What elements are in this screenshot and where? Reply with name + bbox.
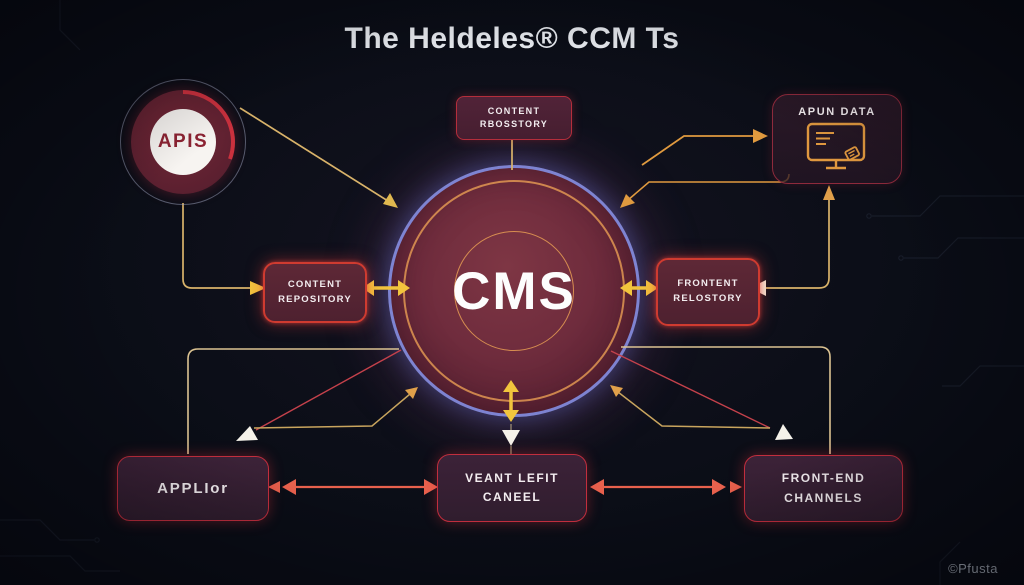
cms-bottomright-elbow-connector <box>621 346 831 454</box>
bottom-right-label: FRONT-END CHANNELS <box>781 471 866 505</box>
top-repository-node: CONTENT RBOSSTORY <box>456 96 572 140</box>
cms-node: CMS <box>388 165 640 417</box>
apun-to-cms-diagonal <box>620 173 790 208</box>
cms-label: CMS <box>452 261 576 321</box>
watermark: ©Pfusta <box>948 561 998 576</box>
monitor-icon <box>806 122 866 170</box>
right-repository-label: FRONTENT RELOSTORY <box>673 278 743 304</box>
top-repository-label: CONTENT RBOSSTORY <box>479 105 549 130</box>
apis-to-cms-diagonal <box>239 107 398 208</box>
apun-frontent-elbow-connector <box>750 185 835 296</box>
apis-to-left-repo-connector <box>182 203 266 295</box>
cms-bottomleft-elbow-connector <box>187 348 399 454</box>
bottom-left-node: APPLIor <box>117 456 269 521</box>
cms-red-diagonal-left <box>236 349 402 441</box>
bottom-left-label: APPLIor <box>157 479 229 497</box>
bottom-right-node: FRONT-END CHANNELS <box>744 455 903 522</box>
cms-to-apun-arrow <box>641 129 768 166</box>
cms-red-diagonal-right <box>610 350 793 440</box>
apun-data-node: APUN DATA <box>772 94 902 184</box>
diagram-title: The Heldeles® CCM Ts <box>344 22 680 55</box>
bottom-center-label: VEANT LEFIT CANEEL <box>465 470 559 504</box>
right-repository-node: FRONTENT RELOSTORY <box>656 258 760 326</box>
bottomleft-bottomcenter-double-arrow <box>268 479 438 495</box>
bottom-center-node: VEANT LEFIT CANEEL <box>437 454 587 522</box>
left-repository-node: CONTENT REPOSITORY <box>263 262 367 323</box>
left-repository-label: CONTENT REPOSITORY <box>278 278 352 305</box>
cms-to-bottom-center-white-arrow <box>502 424 520 455</box>
bottomcenter-bottomright-double-arrow <box>590 479 742 495</box>
apis-label: APIS <box>150 109 216 175</box>
apun-data-label: APUN DATA <box>798 106 876 118</box>
apis-node: APIS <box>120 79 246 205</box>
cursor-click-icon <box>844 146 861 161</box>
